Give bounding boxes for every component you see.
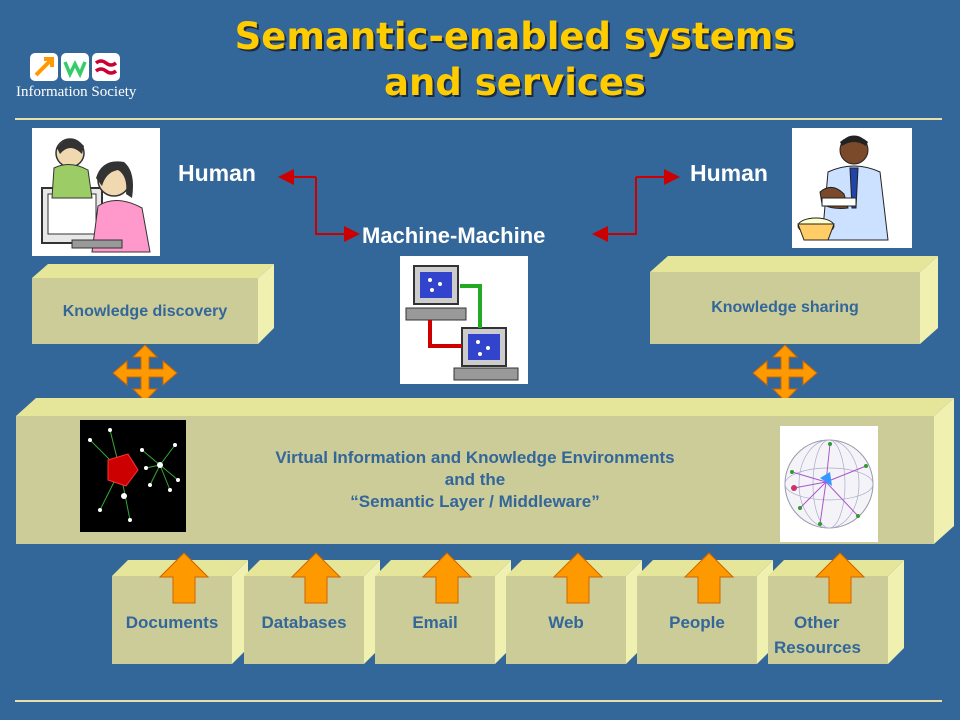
semantic-layer-line-2: and the — [444, 470, 506, 489]
up-arrow-icon — [684, 552, 734, 604]
title-line-1: Semantic-enabled systems — [234, 15, 796, 58]
source-box-shape — [506, 560, 642, 664]
source-label-line-1: Other — [794, 613, 840, 632]
slide-title: Semantic-enabled systems and services — [150, 14, 880, 106]
semantic-layer-text: Virtual Information and Knowledge Enviro… — [200, 447, 750, 513]
logo-icon — [30, 53, 120, 81]
source-label-line-1: Databases — [261, 613, 347, 632]
network-graph-image — [80, 420, 186, 532]
source-label-email: Email — [375, 610, 495, 635]
title-line-2: and services — [384, 61, 646, 104]
four-way-arrow-right-icon — [752, 344, 818, 402]
source-label-line-1: Documents — [125, 613, 219, 632]
source-label-line-1: Web — [548, 613, 584, 632]
top-divider — [15, 118, 942, 120]
source-box-shape — [637, 560, 773, 664]
knowledge-discovery-label: Knowledge discovery — [62, 303, 228, 320]
human-right-image — [792, 128, 912, 248]
source-label-line-1: People — [669, 613, 725, 632]
source-label-web: Web — [506, 610, 626, 635]
source-box-shape — [768, 560, 904, 664]
human-left-label: Human — [178, 160, 256, 186]
human-left-image — [32, 128, 160, 256]
connector-left-to-machine — [315, 177, 360, 242]
bottom-divider — [15, 700, 942, 702]
source-label-databases: Databases — [244, 610, 364, 635]
four-way-arrow-left-icon — [112, 344, 178, 402]
up-arrow-icon — [159, 552, 209, 604]
machine-machine-label: Machine-Machine — [362, 223, 546, 248]
semantic-layer-line-1: Virtual Information and Knowledge Enviro… — [275, 448, 675, 467]
up-arrow-icon — [291, 552, 341, 604]
up-arrow-icon — [422, 552, 472, 604]
knowledge-discovery-box-shape — [32, 264, 274, 344]
knowledge-sharing-label: Knowledge sharing — [711, 299, 859, 316]
up-arrow-icon — [815, 552, 865, 604]
hyperbolic-graph-image — [780, 426, 878, 542]
human-right-label: Human — [690, 160, 768, 186]
knowledge-sharing-box-shape — [650, 256, 938, 344]
semantic-layer-line-3: “Semantic Layer / Middleware” — [350, 492, 600, 511]
source-label-line-1: Email — [412, 613, 458, 632]
up-arrow-icon — [553, 552, 603, 604]
connector-right-to-machine — [592, 177, 637, 242]
information-society-logo — [28, 50, 124, 89]
source-label-line-2: Resources — [774, 638, 861, 657]
source-label-documents: Documents — [112, 610, 232, 635]
networked-computers-image — [400, 256, 528, 384]
logo-text: Information Society — [16, 84, 137, 100]
source-label-people: People — [637, 610, 757, 635]
